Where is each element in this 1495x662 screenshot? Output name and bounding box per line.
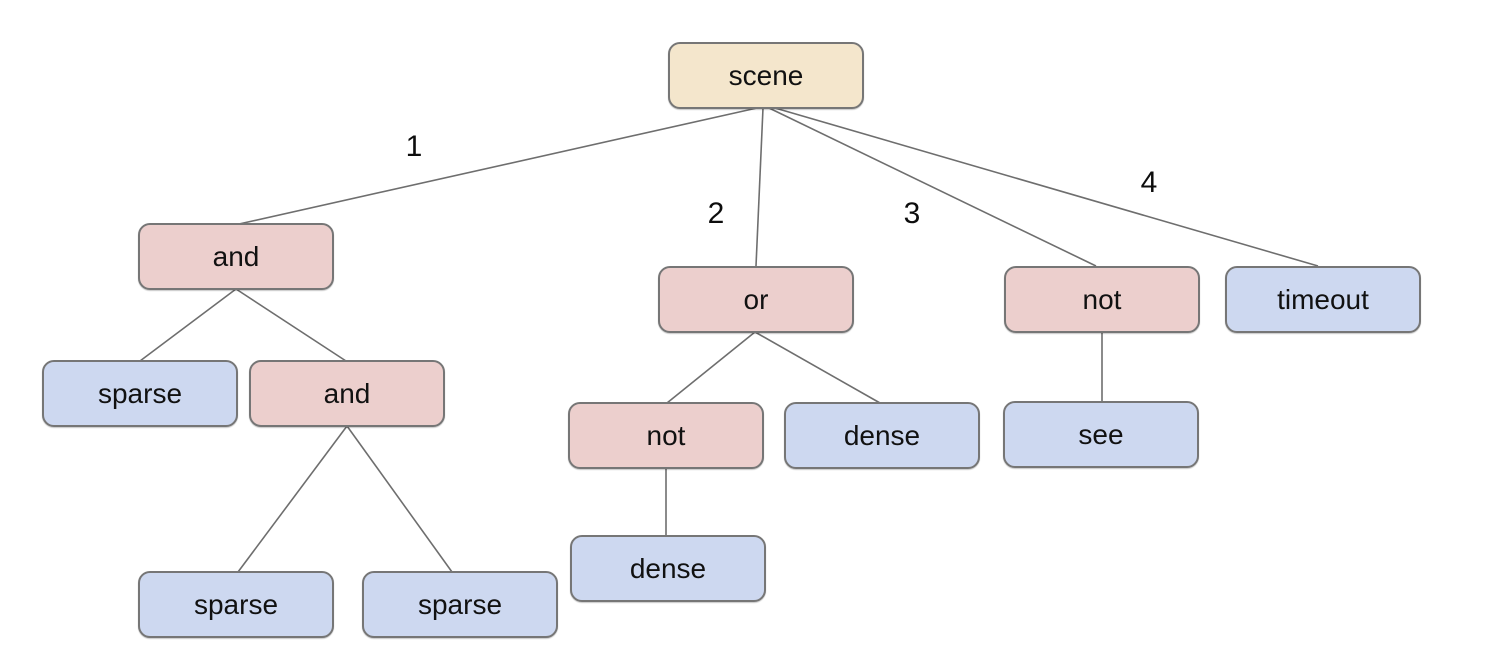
node-and-1-label: and	[212, 240, 260, 272]
edge-label-1: 1	[405, 130, 423, 163]
node-or-label: or	[743, 283, 769, 315]
edge-or1-not2	[666, 331, 756, 404]
node-dense-1[interactable]: dense	[784, 402, 980, 469]
edge-scene-timeout1	[774, 107, 1319, 267]
edge-label-2: 2	[707, 197, 725, 230]
node-sparse-2-label: sparse	[193, 588, 279, 620]
node-timeout-label: timeout	[1277, 283, 1369, 315]
node-see[interactable]: see	[1003, 401, 1199, 468]
edge-scene-and1	[238, 107, 758, 225]
node-and-2[interactable]: and	[249, 360, 445, 427]
edge-label-4: 4	[1140, 166, 1158, 199]
node-not-1-label: not	[1082, 283, 1122, 315]
node-timeout[interactable]: timeout	[1225, 266, 1421, 333]
node-or[interactable]: or	[658, 266, 854, 333]
node-see-label: see	[1078, 418, 1124, 450]
edge-scene-not1	[768, 107, 1097, 267]
node-not-2[interactable]: not	[568, 402, 764, 469]
edge-label-3: 3	[903, 197, 921, 230]
node-sparse-2[interactable]: sparse	[138, 571, 334, 638]
edge-and1-sparse1	[139, 288, 237, 362]
node-and-1[interactable]: and	[138, 223, 334, 290]
edge-or1-dense1	[754, 331, 881, 404]
node-sparse-1[interactable]: sparse	[42, 360, 238, 427]
node-sparse-3[interactable]: sparse	[362, 571, 558, 638]
node-scene[interactable]: scene	[668, 42, 864, 109]
node-scene-label: scene	[728, 59, 804, 91]
edge-scene-or1	[755, 107, 764, 267]
node-dense-2[interactable]: dense	[570, 535, 766, 602]
node-and-2-label: and	[323, 377, 371, 409]
edge-and1-and2	[235, 288, 347, 362]
node-sparse-1-label: sparse	[97, 377, 183, 409]
edge-and2-sparse2	[237, 425, 348, 573]
node-dense-1-label: dense	[843, 419, 921, 451]
node-sparse-3-label: sparse	[417, 588, 503, 620]
edge-and2-sparse3	[346, 425, 453, 573]
node-not-2-label: not	[646, 419, 686, 451]
node-not-1[interactable]: not	[1004, 266, 1200, 333]
node-dense-2-label: dense	[629, 552, 707, 584]
